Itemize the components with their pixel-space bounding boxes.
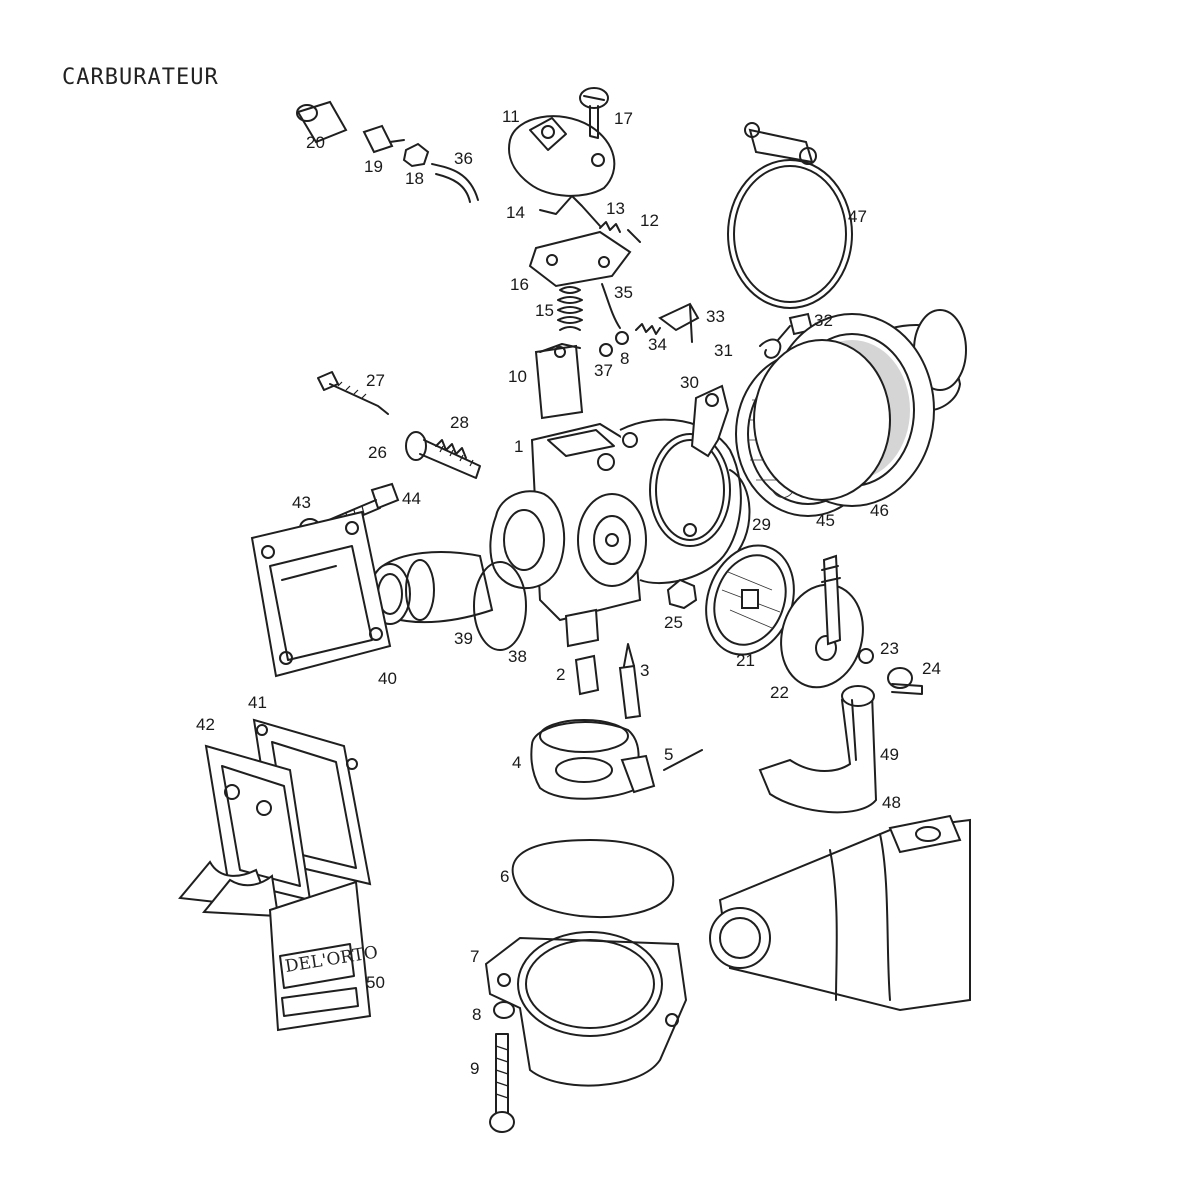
callout-45: 45 <box>816 511 835 530</box>
part-47-hose-clamp <box>727 122 853 309</box>
callout-5: 5 <box>664 745 673 764</box>
callout-17: 17 <box>614 109 633 128</box>
part-2-jet <box>574 654 600 696</box>
callout-20: 20 <box>306 133 325 152</box>
part-26-idle-screw <box>405 431 481 479</box>
callout-50: 50 <box>366 973 385 992</box>
part-25-nut <box>666 578 698 610</box>
callout-16: 16 <box>510 275 529 294</box>
part-17-screw <box>579 87 609 139</box>
part-19-fitting <box>362 124 405 154</box>
part-42-reed-valve <box>178 744 312 918</box>
part-36-hose <box>431 163 479 203</box>
callout-31: 31 <box>714 341 733 360</box>
part-7-float-bowl <box>484 931 688 1087</box>
callout-36: 36 <box>454 149 473 168</box>
part-28-spring <box>435 439 467 459</box>
callout-4: 4 <box>512 753 521 772</box>
part-6-float-bowl-gasket <box>511 839 675 918</box>
part-4-float <box>530 719 656 800</box>
diagram-title: CARBURATEUR <box>62 65 219 90</box>
part-11-top-cover <box>508 115 616 197</box>
callout-7: 7 <box>470 947 479 966</box>
part-23-washer <box>858 648 874 664</box>
part-16-plate <box>528 230 632 288</box>
callout-33: 33 <box>706 307 725 326</box>
callout-6: 6 <box>500 867 509 886</box>
part-49-elbow-hose <box>758 685 878 814</box>
callout-19: 19 <box>364 157 383 176</box>
callout-29: 29 <box>752 515 771 534</box>
part-15-spring <box>557 286 583 331</box>
callout-43: 43 <box>292 493 311 512</box>
callout-47: 47 <box>848 207 867 226</box>
callout-49: 49 <box>880 745 899 764</box>
callout-38: 38 <box>508 647 527 666</box>
part-38-oring <box>473 561 527 651</box>
part-31-clip <box>759 338 782 359</box>
part-12-pin <box>627 229 641 243</box>
callout-23: 23 <box>880 639 899 658</box>
part-46-filter-housing <box>753 309 967 507</box>
part-27-adjusting-screw <box>317 371 389 415</box>
callout-46: 46 <box>870 501 889 520</box>
part-33-choke-lever <box>658 302 700 343</box>
callout-1: 1 <box>514 437 523 456</box>
part-5-pin <box>663 749 703 771</box>
part-8-bowl-washer <box>493 1001 515 1019</box>
part-34-spring <box>635 323 661 335</box>
callout-8a: 8 <box>472 1005 481 1024</box>
part-10-throttle-slide <box>534 343 584 420</box>
callout-11: 11 <box>502 107 520 126</box>
part-35-rod <box>601 283 621 329</box>
part-13-spring <box>599 221 621 233</box>
part-9-bowl-screw <box>489 1033 515 1133</box>
callout-48: 48 <box>882 793 901 812</box>
part-39-intake-sleeve <box>369 551 494 625</box>
callout-10: 10 <box>508 367 527 386</box>
part-3-float-needle <box>618 643 642 720</box>
part-48-silencer-box <box>709 814 971 1012</box>
callout-42: 42 <box>196 715 215 734</box>
part-18-nut <box>402 142 430 168</box>
part-50-reed-label: DEL'ORTO <box>268 880 379 1032</box>
callout-32: 32 <box>814 311 833 330</box>
part-30-bracket <box>690 384 730 458</box>
part-24-screw <box>887 667 923 695</box>
callout-39: 39 <box>454 629 473 648</box>
callout-37: 37 <box>594 361 613 380</box>
callout-35: 35 <box>614 283 633 302</box>
callout-28: 28 <box>450 413 469 432</box>
callout-2: 2 <box>556 665 565 684</box>
callout-25: 25 <box>664 613 683 632</box>
part-21-filter-screen <box>705 544 795 656</box>
callout-44: 44 <box>402 489 421 508</box>
part-40-flange <box>250 510 392 678</box>
callout-41: 41 <box>248 693 267 712</box>
callout-8b: 8 <box>620 349 629 368</box>
callout-3: 3 <box>640 661 649 680</box>
callout-27: 27 <box>366 371 385 390</box>
callout-18: 18 <box>405 169 424 188</box>
callout-15: 15 <box>535 301 554 320</box>
part-20-sleeve <box>296 100 348 144</box>
part-1-carburetor-body <box>489 418 742 648</box>
callout-12: 12 <box>640 211 659 230</box>
callout-14: 14 <box>506 203 525 222</box>
callout-24: 24 <box>922 659 941 678</box>
callout-21: 21 <box>736 651 755 670</box>
callout-9: 9 <box>470 1059 479 1078</box>
part-22-banjo-cover <box>780 554 864 689</box>
callout-26: 26 <box>368 443 387 462</box>
callout-13: 13 <box>606 199 625 218</box>
callout-34: 34 <box>648 335 667 354</box>
part-14-lever <box>539 195 601 227</box>
callout-40: 40 <box>378 669 397 688</box>
callout-22: 22 <box>770 683 789 702</box>
part-8-washer <box>615 331 629 345</box>
callout-30: 30 <box>680 373 699 392</box>
part-37-washer <box>599 343 613 357</box>
